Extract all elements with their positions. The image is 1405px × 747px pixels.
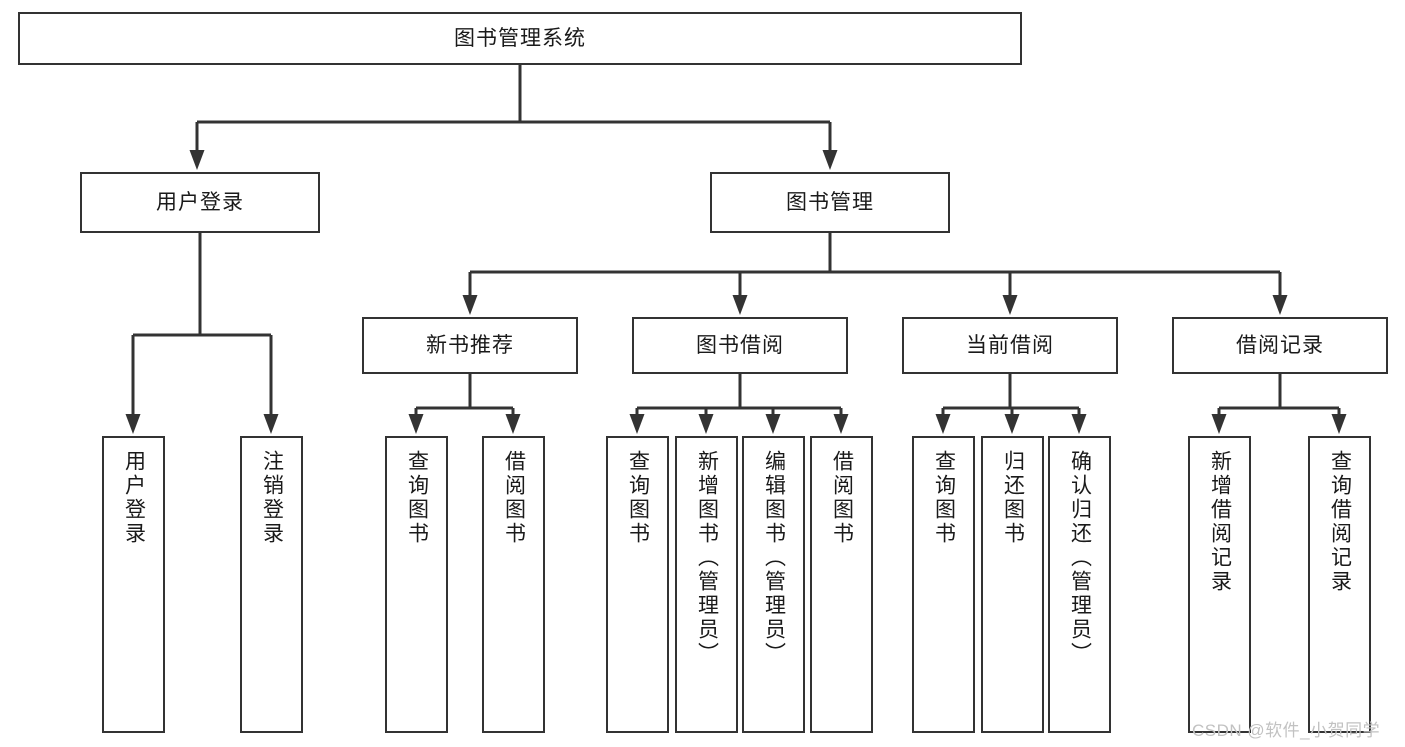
leaf-node-label-3: 借阅图书 xyxy=(502,450,526,546)
csdn-watermark: CSDN @软件_小贺同学 xyxy=(1192,721,1381,740)
leaf-node-2[interactable]: 查询图书 xyxy=(385,436,448,733)
leaf-node-8[interactable]: 查询图书 xyxy=(912,436,975,733)
leaf-node-label-0: 用户登录 xyxy=(122,450,146,546)
leaf-node-label-5: 新增图书（管理员） xyxy=(695,450,719,666)
leaf-node-10[interactable]: 确认归还（管理员） xyxy=(1048,436,1111,733)
manage-arrow-3-head xyxy=(1272,295,1288,315)
leaf-node-label-10: 确认归还（管理员） xyxy=(1068,450,1092,666)
level2-node-label-0: 用户登录 xyxy=(156,190,244,214)
leaf-node-label-9: 归还图书 xyxy=(1001,450,1025,546)
level3-node-3[interactable]: 借阅记录 xyxy=(1172,317,1388,374)
login-arrow-0-head xyxy=(125,414,141,434)
root-arrow-1-head xyxy=(822,150,838,170)
leaf-node-7[interactable]: 借阅图书 xyxy=(810,436,873,733)
level3-node-2[interactable]: 当前借阅 xyxy=(902,317,1118,374)
level3-node-0[interactable]: 新书推荐 xyxy=(362,317,578,374)
level3-node-label-2: 当前借阅 xyxy=(966,333,1054,357)
leaf-node-11[interactable]: 新增借阅记录 xyxy=(1188,436,1251,733)
leaf-node-0[interactable]: 用户登录 xyxy=(102,436,165,733)
leaf-node-6[interactable]: 编辑图书（管理员） xyxy=(742,436,805,733)
group-1-arrow-2-head xyxy=(765,414,781,434)
leaf-node-label-2: 查询图书 xyxy=(405,450,429,546)
leaf-node-label-6: 编辑图书（管理员） xyxy=(762,450,786,666)
leaf-node-label-4: 查询图书 xyxy=(626,450,650,546)
leaf-node-1[interactable]: 注销登录 xyxy=(240,436,303,733)
leaf-node-label-1: 注销登录 xyxy=(260,450,284,546)
group-1-arrow-1-head xyxy=(698,414,714,434)
leaf-node-label-7: 借阅图书 xyxy=(830,450,854,546)
level3-node-label-1: 图书借阅 xyxy=(696,333,784,357)
leaf-node-5[interactable]: 新增图书（管理员） xyxy=(675,436,738,733)
level2-node-label-1: 图书管理 xyxy=(786,190,874,214)
group-1-arrow-3-head xyxy=(833,414,849,434)
manage-arrow-0-head xyxy=(462,295,478,315)
login-arrow-1-head xyxy=(263,414,279,434)
root-node-label: 图书管理系统 xyxy=(454,26,586,50)
leaf-node-3[interactable]: 借阅图书 xyxy=(482,436,545,733)
level2-node-1[interactable]: 图书管理 xyxy=(710,172,950,233)
group-2-arrow-1-head xyxy=(1004,414,1020,434)
manage-arrow-1-head xyxy=(732,295,748,315)
group-0-arrow-1-head xyxy=(505,414,521,434)
group-3-arrow-1-head xyxy=(1331,414,1347,434)
leaf-node-label-11: 新增借阅记录 xyxy=(1208,450,1232,594)
leaf-node-label-12: 查询借阅记录 xyxy=(1328,450,1352,594)
leaf-node-4[interactable]: 查询图书 xyxy=(606,436,669,733)
leaf-node-9[interactable]: 归还图书 xyxy=(981,436,1044,733)
level2-node-0[interactable]: 用户登录 xyxy=(80,172,320,233)
group-3-arrow-0-head xyxy=(1211,414,1227,434)
root-node-book-management-system[interactable]: 图书管理系统 xyxy=(18,12,1022,65)
level3-node-label-3: 借阅记录 xyxy=(1236,333,1324,357)
level3-node-1[interactable]: 图书借阅 xyxy=(632,317,848,374)
group-2-arrow-2-head xyxy=(1071,414,1087,434)
leaf-node-12[interactable]: 查询借阅记录 xyxy=(1308,436,1371,733)
root-arrow-0-head xyxy=(189,150,205,170)
group-0-arrow-0-head xyxy=(408,414,424,434)
manage-arrow-2-head xyxy=(1002,295,1018,315)
group-1-arrow-0-head xyxy=(629,414,645,434)
level3-node-label-0: 新书推荐 xyxy=(426,333,514,357)
leaf-node-label-8: 查询图书 xyxy=(932,450,956,546)
group-2-arrow-0-head xyxy=(935,414,951,434)
